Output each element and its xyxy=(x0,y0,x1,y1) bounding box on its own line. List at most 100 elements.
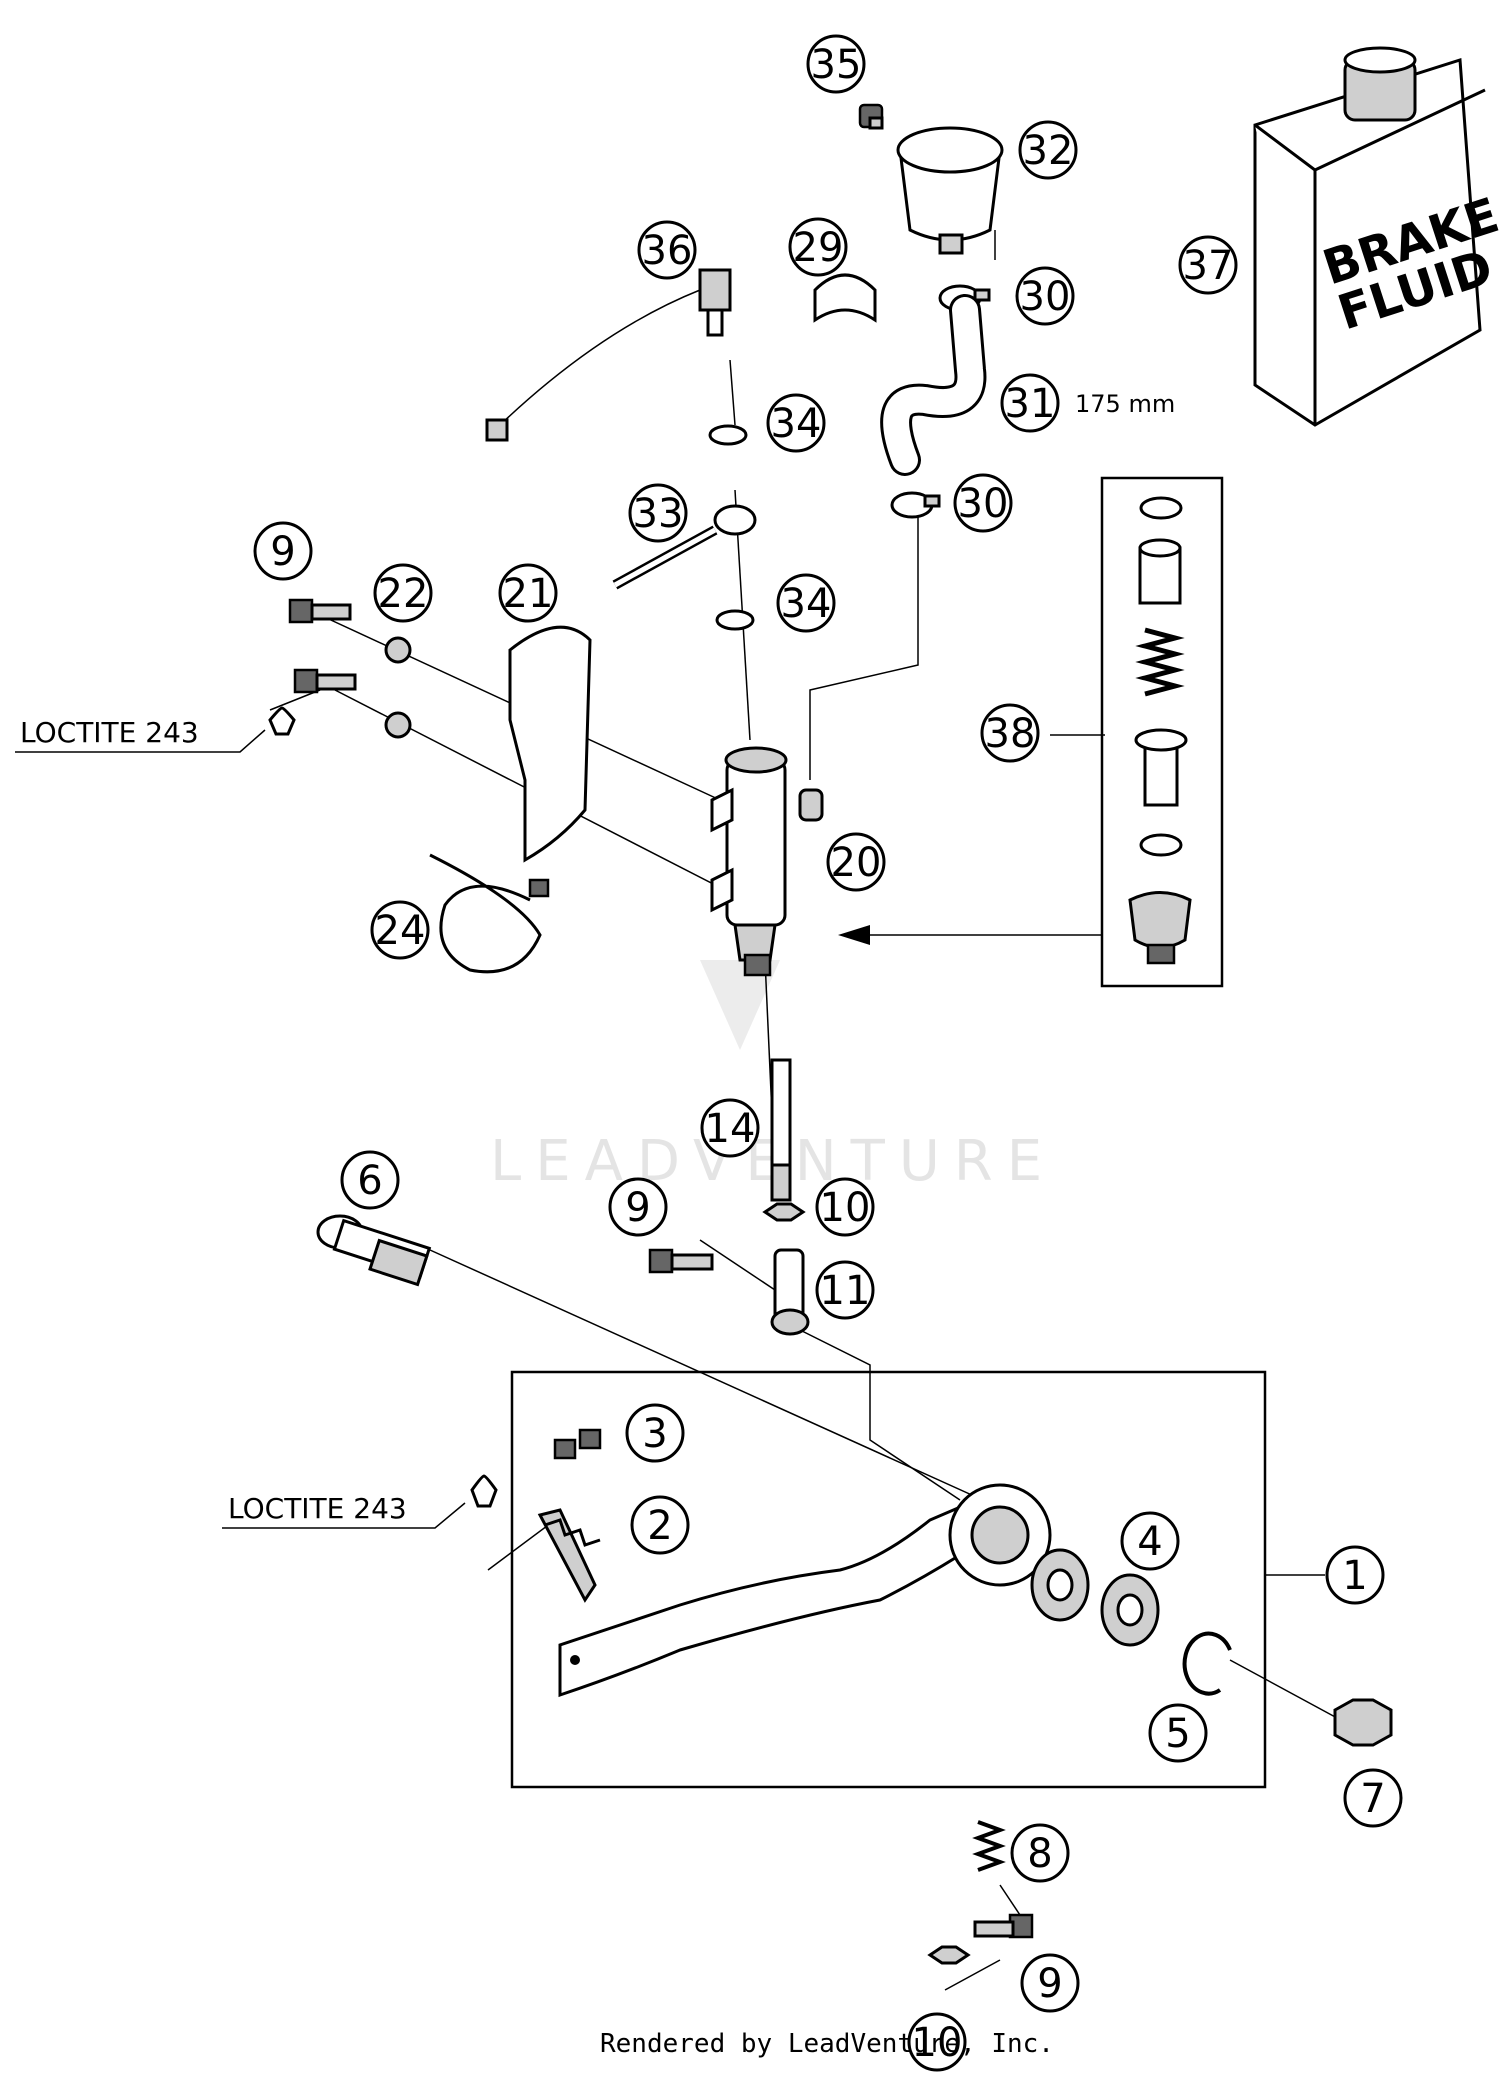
svg-text:LOCTITE 243: LOCTITE 243 xyxy=(228,1492,407,1525)
step-screws xyxy=(553,1428,602,1460)
svg-text:1: 1 xyxy=(1342,1553,1367,1599)
footer-credit: Rendered by LeadVenture, Inc. xyxy=(600,2029,1054,2059)
callout-30-upper: 30 xyxy=(1015,266,1075,326)
svg-text:11: 11 xyxy=(820,1268,871,1314)
callout-34-upper: 34 xyxy=(766,393,826,453)
brake-fluid-can: BRAKE FLUID xyxy=(1253,46,1500,427)
loctite-drop-lower xyxy=(470,1474,498,1508)
callout-3: 3 xyxy=(625,1403,685,1463)
svg-text:4: 4 xyxy=(1137,1519,1162,1565)
bolt-middle xyxy=(648,1248,714,1274)
svg-text:14: 14 xyxy=(705,1106,756,1152)
svg-text:8: 8 xyxy=(1027,1831,1052,1877)
callout-29: 29 xyxy=(788,217,848,277)
callout-31: 31 xyxy=(1000,373,1060,433)
brake-line-banjo xyxy=(612,504,757,590)
svg-text:24: 24 xyxy=(375,908,426,954)
clevis xyxy=(770,1248,810,1336)
hose-clamp-lower xyxy=(890,491,941,519)
bolt-upper-2 xyxy=(293,668,357,694)
callout-8: 8 xyxy=(1010,1823,1070,1883)
svg-text:9: 9 xyxy=(1037,1961,1062,2007)
svg-text:34: 34 xyxy=(781,581,832,627)
nut-middle xyxy=(762,1202,806,1222)
svg-text:31: 31 xyxy=(1005,381,1056,427)
brake-pedal-frame xyxy=(510,1370,1267,1789)
callout-6: 6 xyxy=(340,1150,400,1210)
pedal-step xyxy=(537,1508,601,1603)
master-cylinder xyxy=(710,746,824,977)
bearings xyxy=(1030,1548,1160,1647)
svg-text:38: 38 xyxy=(985,711,1036,757)
loctite-note-lower: LOCTITE 243 xyxy=(222,1492,466,1529)
reservoir-hose xyxy=(880,294,987,476)
watermark: LEADVENTURE xyxy=(490,820,1056,1194)
svg-text:29: 29 xyxy=(793,225,844,271)
nut-upper xyxy=(384,636,412,664)
svg-text:10: 10 xyxy=(912,2020,963,2066)
callout-5: 5 xyxy=(1148,1703,1208,1763)
svg-text:LOCTITE 243: LOCTITE 243 xyxy=(20,716,199,749)
callout-22: 22 xyxy=(373,563,433,623)
brake-pedal xyxy=(558,1483,1052,1698)
cable-tie xyxy=(429,853,550,974)
callout-32: 32 xyxy=(1018,120,1078,180)
bolt-lower xyxy=(973,1913,1034,1939)
watermark-text: LEADVENTURE xyxy=(490,1129,1056,1194)
callout-11: 11 xyxy=(815,1260,875,1320)
callout-30-lower: 30 xyxy=(953,473,1013,533)
push-rod-thread xyxy=(770,1163,792,1202)
nut-upper-2 xyxy=(384,711,412,739)
callout-36: 36 xyxy=(637,220,697,280)
svg-text:9: 9 xyxy=(270,529,295,575)
svg-text:2: 2 xyxy=(647,1503,672,1549)
callout-37: 37 xyxy=(1178,235,1238,295)
repair-kit-frame xyxy=(1100,476,1224,988)
nut-lower xyxy=(927,1945,971,1965)
svg-text:34: 34 xyxy=(771,401,822,447)
arrow-head-icon xyxy=(838,925,870,945)
repair-kit xyxy=(1128,496,1192,965)
bolt-upper xyxy=(288,598,352,624)
callout-9-upper: 9 xyxy=(253,521,313,581)
reservoir-screw xyxy=(858,103,884,130)
loctite-note-upper: LOCTITE 243 xyxy=(15,716,266,753)
pivot-nut xyxy=(1333,1698,1393,1747)
svg-text:33: 33 xyxy=(633,491,684,537)
callout-38: 38 xyxy=(980,703,1040,763)
heat-guard xyxy=(508,625,592,863)
callout-20: 20 xyxy=(826,832,886,892)
brake-light-switch xyxy=(485,268,732,442)
svg-text:37: 37 xyxy=(1183,243,1234,289)
circlip xyxy=(1182,1631,1232,1696)
hose-clip xyxy=(813,273,877,323)
svg-text:32: 32 xyxy=(1023,128,1074,174)
callout-10-lower: 10 xyxy=(907,2012,967,2072)
callout-2: 2 xyxy=(630,1495,690,1555)
svg-text:5: 5 xyxy=(1165,1711,1190,1757)
copper-washer-upper xyxy=(708,424,748,446)
pivot-bolt xyxy=(316,1214,432,1287)
svg-text:10: 10 xyxy=(820,1185,871,1231)
svg-text:6: 6 xyxy=(357,1158,382,1204)
callout-9-middle: 9 xyxy=(608,1177,668,1237)
svg-text:35: 35 xyxy=(811,42,862,88)
callout-33: 35 xyxy=(806,34,866,94)
return-spring xyxy=(972,1820,1006,1872)
callout-7: 7 xyxy=(1343,1768,1403,1828)
callout-35: 33 xyxy=(628,483,688,543)
callout-34-lower: 34 xyxy=(776,573,836,633)
callout-24: 24 xyxy=(370,900,430,960)
copper-washer-lower xyxy=(715,609,755,631)
svg-text:30: 30 xyxy=(958,481,1009,527)
svg-text:22: 22 xyxy=(378,571,429,617)
svg-text:7: 7 xyxy=(1360,1776,1385,1822)
callout-1: 1 xyxy=(1325,1545,1385,1605)
callout-10-middle: 10 xyxy=(815,1177,875,1237)
svg-text:21: 21 xyxy=(503,571,554,617)
callout-9-lower: 9 xyxy=(1020,1953,1080,2013)
svg-text:30: 30 xyxy=(1020,274,1071,320)
svg-text:3: 3 xyxy=(642,1411,667,1457)
callout-14: 14 xyxy=(700,1098,760,1158)
